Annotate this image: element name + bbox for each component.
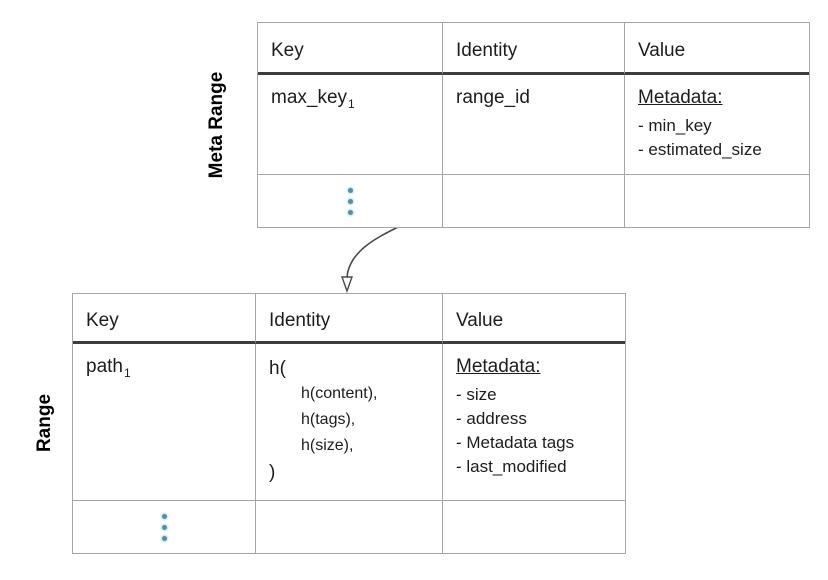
- range-table-label: Range: [34, 393, 55, 453]
- range-header-value: Value: [443, 294, 625, 344]
- meta-key-subscript: 1: [348, 97, 355, 111]
- range-cell-key: path1: [73, 344, 256, 501]
- hash-open: h(: [269, 358, 286, 379]
- meta-identity-text: range_id: [456, 87, 530, 108]
- hash-arg: h(size),: [301, 437, 354, 454]
- meta-key-text: max_key: [271, 87, 348, 108]
- hash-arg: h(tags),: [301, 411, 356, 428]
- arrowhead-icon: [341, 276, 353, 294]
- range-value-title: Metadata:: [456, 356, 541, 377]
- hash-arg: h(content),: [301, 385, 378, 402]
- meta-empty-cell: [443, 175, 625, 227]
- meta-cell-value: Metadata: - min_key - estimated_size: [625, 75, 809, 175]
- meta-cell-key: max_key1: [258, 75, 443, 175]
- range-table: Key Identity Value path1 h( h(content), …: [72, 293, 626, 554]
- meta-range-table-label: Meta Range: [206, 71, 227, 179]
- meta-range-table: Key Identity Value max_key1 range_id Met…: [257, 22, 810, 228]
- range-empty-cell: [256, 501, 443, 553]
- meta-header-identity: Identity: [443, 23, 625, 75]
- range-value-item: - Metadata tags: [456, 433, 575, 452]
- vertical-ellipsis-icon: [161, 513, 167, 541]
- range-cell-value: Metadata: - size - address - Metadata ta…: [443, 344, 625, 501]
- meta-value-title: Metadata:: [638, 87, 723, 108]
- range-key-text: path: [86, 356, 123, 377]
- meta-ellipsis-cell: [258, 175, 443, 227]
- vertical-ellipsis-icon: [347, 187, 353, 215]
- meta-cell-identity: range_id: [443, 75, 625, 175]
- range-key-subscript: 1: [123, 366, 131, 380]
- range-header-identity: Identity: [256, 294, 443, 344]
- range-empty-cell: [443, 501, 625, 553]
- hash-close: ): [269, 462, 276, 483]
- range-header-key: Key: [73, 294, 256, 344]
- range-value-item: - address: [456, 409, 527, 428]
- meta-header-value: Value: [625, 23, 809, 75]
- range-value-item: - size: [456, 385, 497, 404]
- range-cell-identity: h( h(content), h(tags), h(size), ): [256, 344, 443, 501]
- meta-value-item: - min_key: [638, 116, 712, 135]
- range-value-item: - last_modified: [456, 457, 567, 476]
- meta-header-key: Key: [258, 23, 443, 75]
- range-ellipsis-cell: [73, 501, 256, 553]
- meta-value-item: - estimated_size: [638, 140, 762, 159]
- meta-empty-cell: [625, 175, 809, 227]
